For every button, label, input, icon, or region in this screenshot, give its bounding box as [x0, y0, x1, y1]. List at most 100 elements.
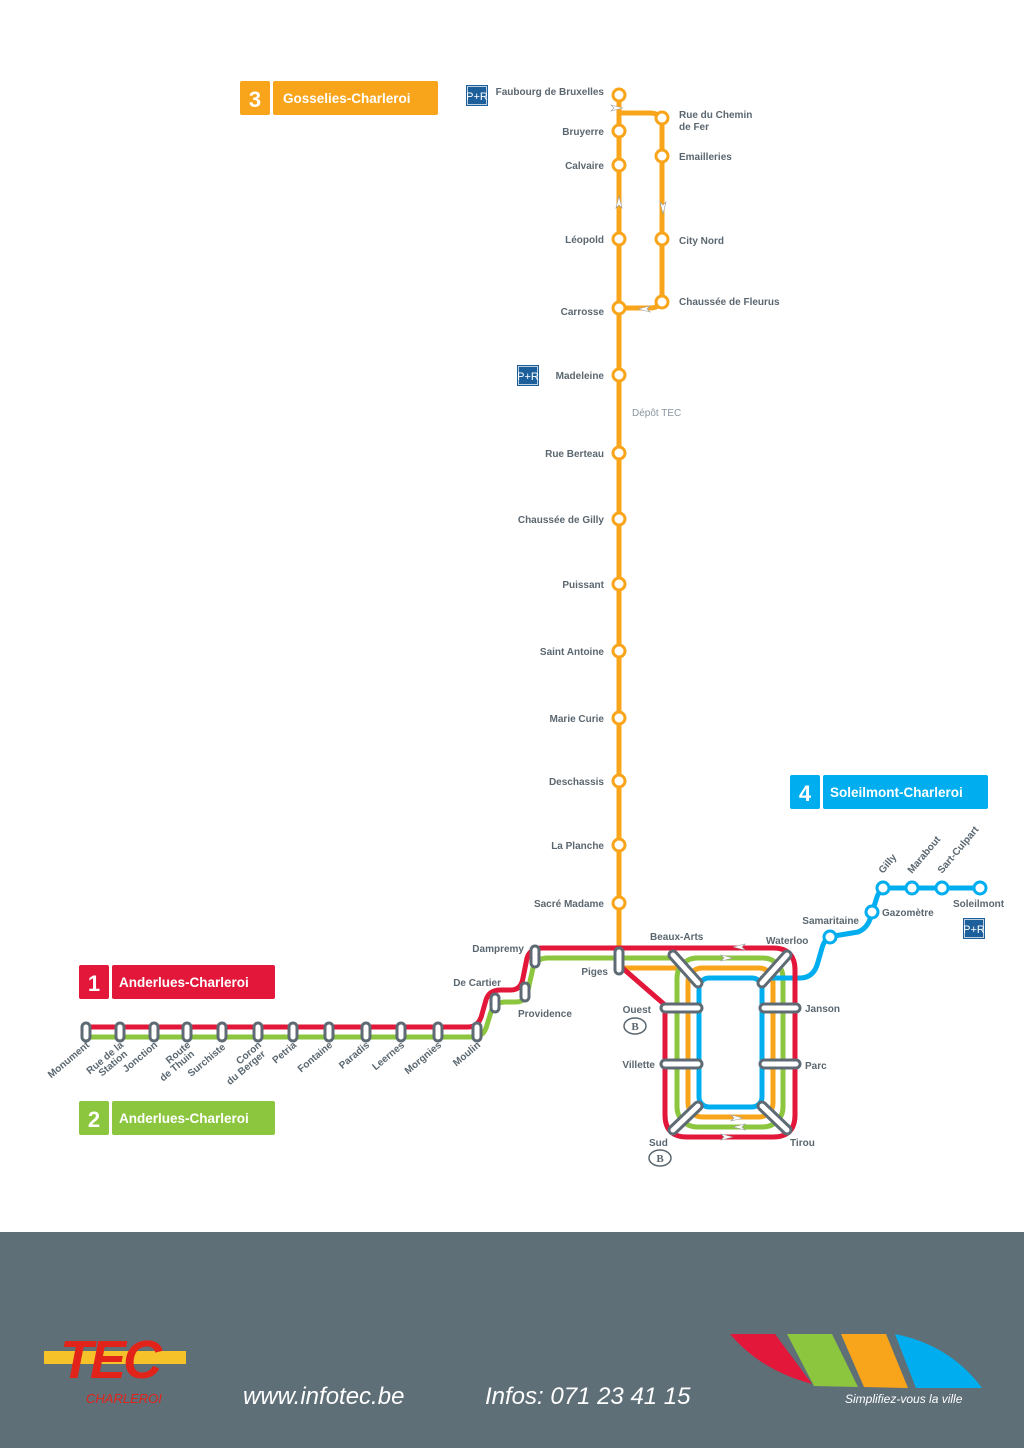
station-label: Fontaine [296, 1040, 335, 1075]
station-label: Beaux-Arts [650, 932, 704, 943]
station-label: Ouest [623, 1005, 652, 1016]
station-label: Tirou [790, 1138, 815, 1149]
stations [80, 87, 988, 1136]
svg-text:P+R: P+R [963, 924, 985, 936]
station-label: De Cartier [453, 978, 501, 989]
station-marker-fill [759, 952, 790, 986]
route-badge-1[interactable]: 1 Anderlues-Charleroi [79, 965, 275, 999]
station-label: Sacré Madame [534, 899, 604, 910]
station-marker[interactable] [611, 123, 627, 139]
route-number: 3 [249, 87, 261, 112]
station-marker[interactable] [654, 294, 670, 310]
depot-label: Dépôt TEC [632, 408, 681, 419]
route-number: 2 [88, 1107, 100, 1132]
station-label: Leernes [370, 1040, 407, 1073]
station-label: Waterloo [766, 936, 808, 947]
station-marker[interactable] [864, 904, 880, 920]
station-label: Sud [649, 1138, 668, 1149]
station-label: Saint Antoine [540, 647, 605, 658]
station-marker[interactable] [822, 929, 838, 945]
svg-text:B: B [631, 1021, 639, 1033]
website-link[interactable]: www.infotec.be [243, 1383, 404, 1410]
station-marker-fill [670, 1103, 701, 1133]
station-label: Faubourg de Bruxelles [496, 87, 605, 98]
route-badge-3[interactable]: 3 Gosselies-Charleroi [240, 81, 438, 115]
station-marker[interactable] [904, 880, 920, 896]
station-label: Dampremy [472, 944, 524, 955]
station-label: Parc [805, 1061, 827, 1072]
station-label: La Planche [551, 841, 604, 852]
station-marker[interactable] [611, 643, 627, 659]
station-label: Rue du Chemin [679, 110, 752, 121]
station-label: Gilly [877, 852, 900, 876]
svg-text:B: B [656, 1153, 664, 1165]
station-marker[interactable] [611, 837, 627, 853]
station-marker[interactable] [611, 300, 627, 316]
station-marker[interactable] [611, 576, 627, 592]
station-label: Gazomètre [882, 908, 934, 919]
park-ride-icon: P+R [963, 918, 985, 939]
station-marker[interactable] [654, 148, 670, 164]
station-label: Moulin [451, 1040, 483, 1069]
route-name: Anderlues-Charleroi [119, 975, 249, 990]
station-label: Chaussée de Fleurus [679, 297, 780, 308]
station-label: Paradis [337, 1040, 372, 1072]
svg-text:P+R: P+R [517, 371, 539, 383]
phone-info: Infos: 071 23 41 15 [485, 1383, 691, 1410]
station-marker[interactable] [972, 880, 988, 896]
station-marker[interactable] [875, 880, 891, 896]
station-marker-fill [759, 1103, 790, 1133]
slogan-logo: Simplifiez-vous la ville [730, 1334, 982, 1406]
station-label: Soleilmont [953, 899, 1005, 910]
station-label: City Nord [679, 236, 724, 247]
svg-text:CHARLEROI: CHARLEROI [86, 1391, 162, 1406]
train-station-icon: B [623, 1017, 647, 1035]
station-label: Chaussée de Gilly [518, 515, 605, 526]
route-name: Gosselies-Charleroi [283, 91, 411, 106]
station-marker[interactable] [611, 511, 627, 527]
tec-logo: TEC CHARLEROI [44, 1330, 186, 1406]
station-label: Petria [271, 1040, 300, 1067]
station-label: Puissant [562, 580, 604, 591]
park-ride-icon: P+R [466, 85, 488, 106]
route-number: 1 [88, 971, 100, 996]
station-label: Bruyerre [562, 127, 604, 138]
station-marker[interactable] [611, 367, 627, 383]
station-label: Madeleine [556, 371, 605, 382]
station-label: Rue Berteau [545, 449, 604, 460]
station-marker[interactable] [611, 87, 627, 103]
station-marker[interactable] [611, 773, 627, 789]
station-label: Emailleries [679, 152, 732, 163]
station-label: Providence [518, 1009, 572, 1020]
station-marker[interactable] [611, 231, 627, 247]
station-label: Marie Curie [550, 714, 605, 725]
direction-arrows [610, 104, 746, 1141]
station-marker[interactable] [611, 895, 627, 911]
station-label: de Fer [679, 122, 709, 133]
route-name: Soleilmont-Charleroi [830, 785, 963, 800]
station-label: Piges [581, 967, 608, 978]
slogan: Simplifiez-vous la ville [845, 1392, 963, 1406]
station-label: Janson [805, 1004, 840, 1015]
park-ride-icon: P+R [517, 365, 539, 386]
station-marker[interactable] [654, 231, 670, 247]
station-label: Morgnies [403, 1040, 444, 1077]
route-name: Anderlues-Charleroi [119, 1111, 249, 1126]
station-label: Deschassis [549, 777, 604, 788]
route-badge-4[interactable]: 4 Soleilmont-Charleroi [790, 775, 988, 809]
station-label: Villette [622, 1060, 655, 1071]
station-marker[interactable] [654, 110, 670, 126]
svg-text:P+R: P+R [466, 91, 488, 103]
station-marker[interactable] [934, 880, 950, 896]
station-marker[interactable] [611, 157, 627, 173]
station-label: Carrosse [561, 307, 605, 318]
station-marker[interactable] [611, 710, 627, 726]
svg-text:TEC: TEC [60, 1330, 163, 1390]
station-label: Sart-Culpart [936, 824, 982, 876]
station-label: Samaritaine [802, 916, 859, 927]
station-marker-fill [670, 952, 701, 986]
route-badge-2[interactable]: 2 Anderlues-Charleroi [79, 1101, 275, 1135]
station-marker[interactable] [611, 445, 627, 461]
route-number: 4 [799, 781, 812, 806]
